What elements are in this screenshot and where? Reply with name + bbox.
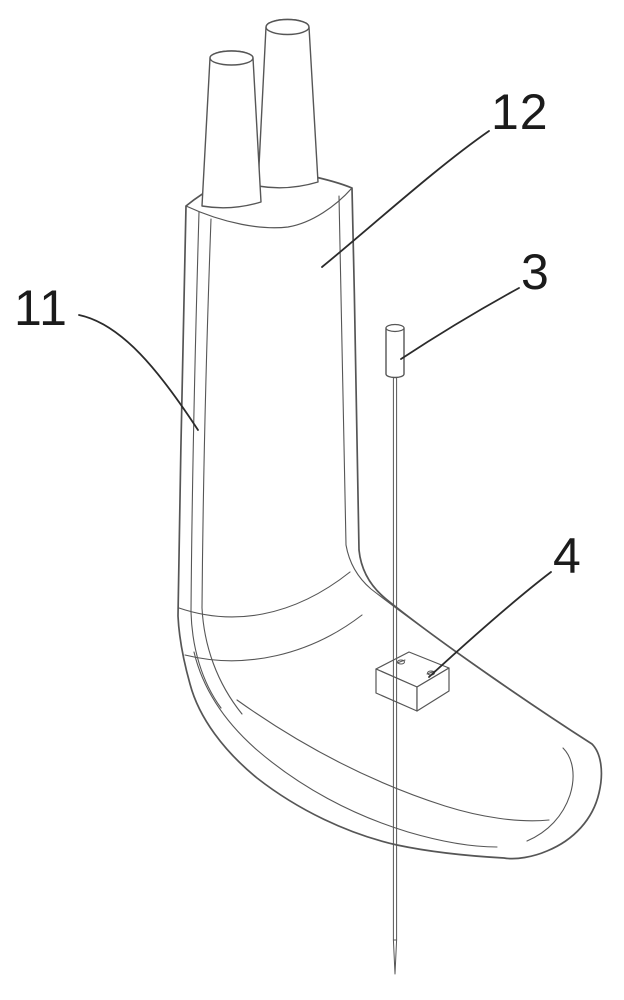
leader-line-4: [428, 571, 552, 678]
top-face-edge: [185, 187, 353, 229]
leader-line-12: [321, 130, 490, 268]
body-contour-left-1: [190, 211, 222, 709]
body-contour-right: [338, 195, 567, 728]
needle-cap-top-rim: [385, 323, 405, 333]
clamp-side-face: [416, 667, 450, 712]
prong-rear-body: [257, 18, 319, 189]
prong-rear: [257, 18, 319, 189]
prong-rear-top-rim: [265, 18, 310, 36]
leader-lines: [78, 130, 552, 678]
end-cap-contour: [526, 747, 574, 842]
arm-mid-crease: [236, 699, 550, 822]
prong-front-body: [201, 50, 262, 209]
clamp-screw-1-slot: [396, 659, 406, 664]
needle-rod: [385, 323, 405, 975]
prong-front: [201, 50, 262, 209]
ref-label-11: 11: [14, 280, 68, 336]
ref-label-3: 3: [521, 244, 550, 300]
body-silhouette: [177, 167, 603, 860]
ref-label-12: 12: [491, 84, 549, 140]
leader-line-3: [400, 287, 520, 360]
bend-crease-2: [184, 614, 363, 662]
leader-line-11: [78, 314, 199, 431]
device-body: [177, 167, 603, 860]
body-contour-left-2: [201, 218, 243, 715]
bend-crease-1: [178, 571, 351, 618]
clamp-screw-2-slot: [426, 670, 436, 675]
needle-cap: [385, 327, 405, 379]
needle-tip: [392, 939, 398, 975]
prong-front-top-rim: [209, 50, 254, 66]
ref-label-4: 4: [553, 528, 582, 584]
body-contour-bottom: [193, 651, 498, 848]
